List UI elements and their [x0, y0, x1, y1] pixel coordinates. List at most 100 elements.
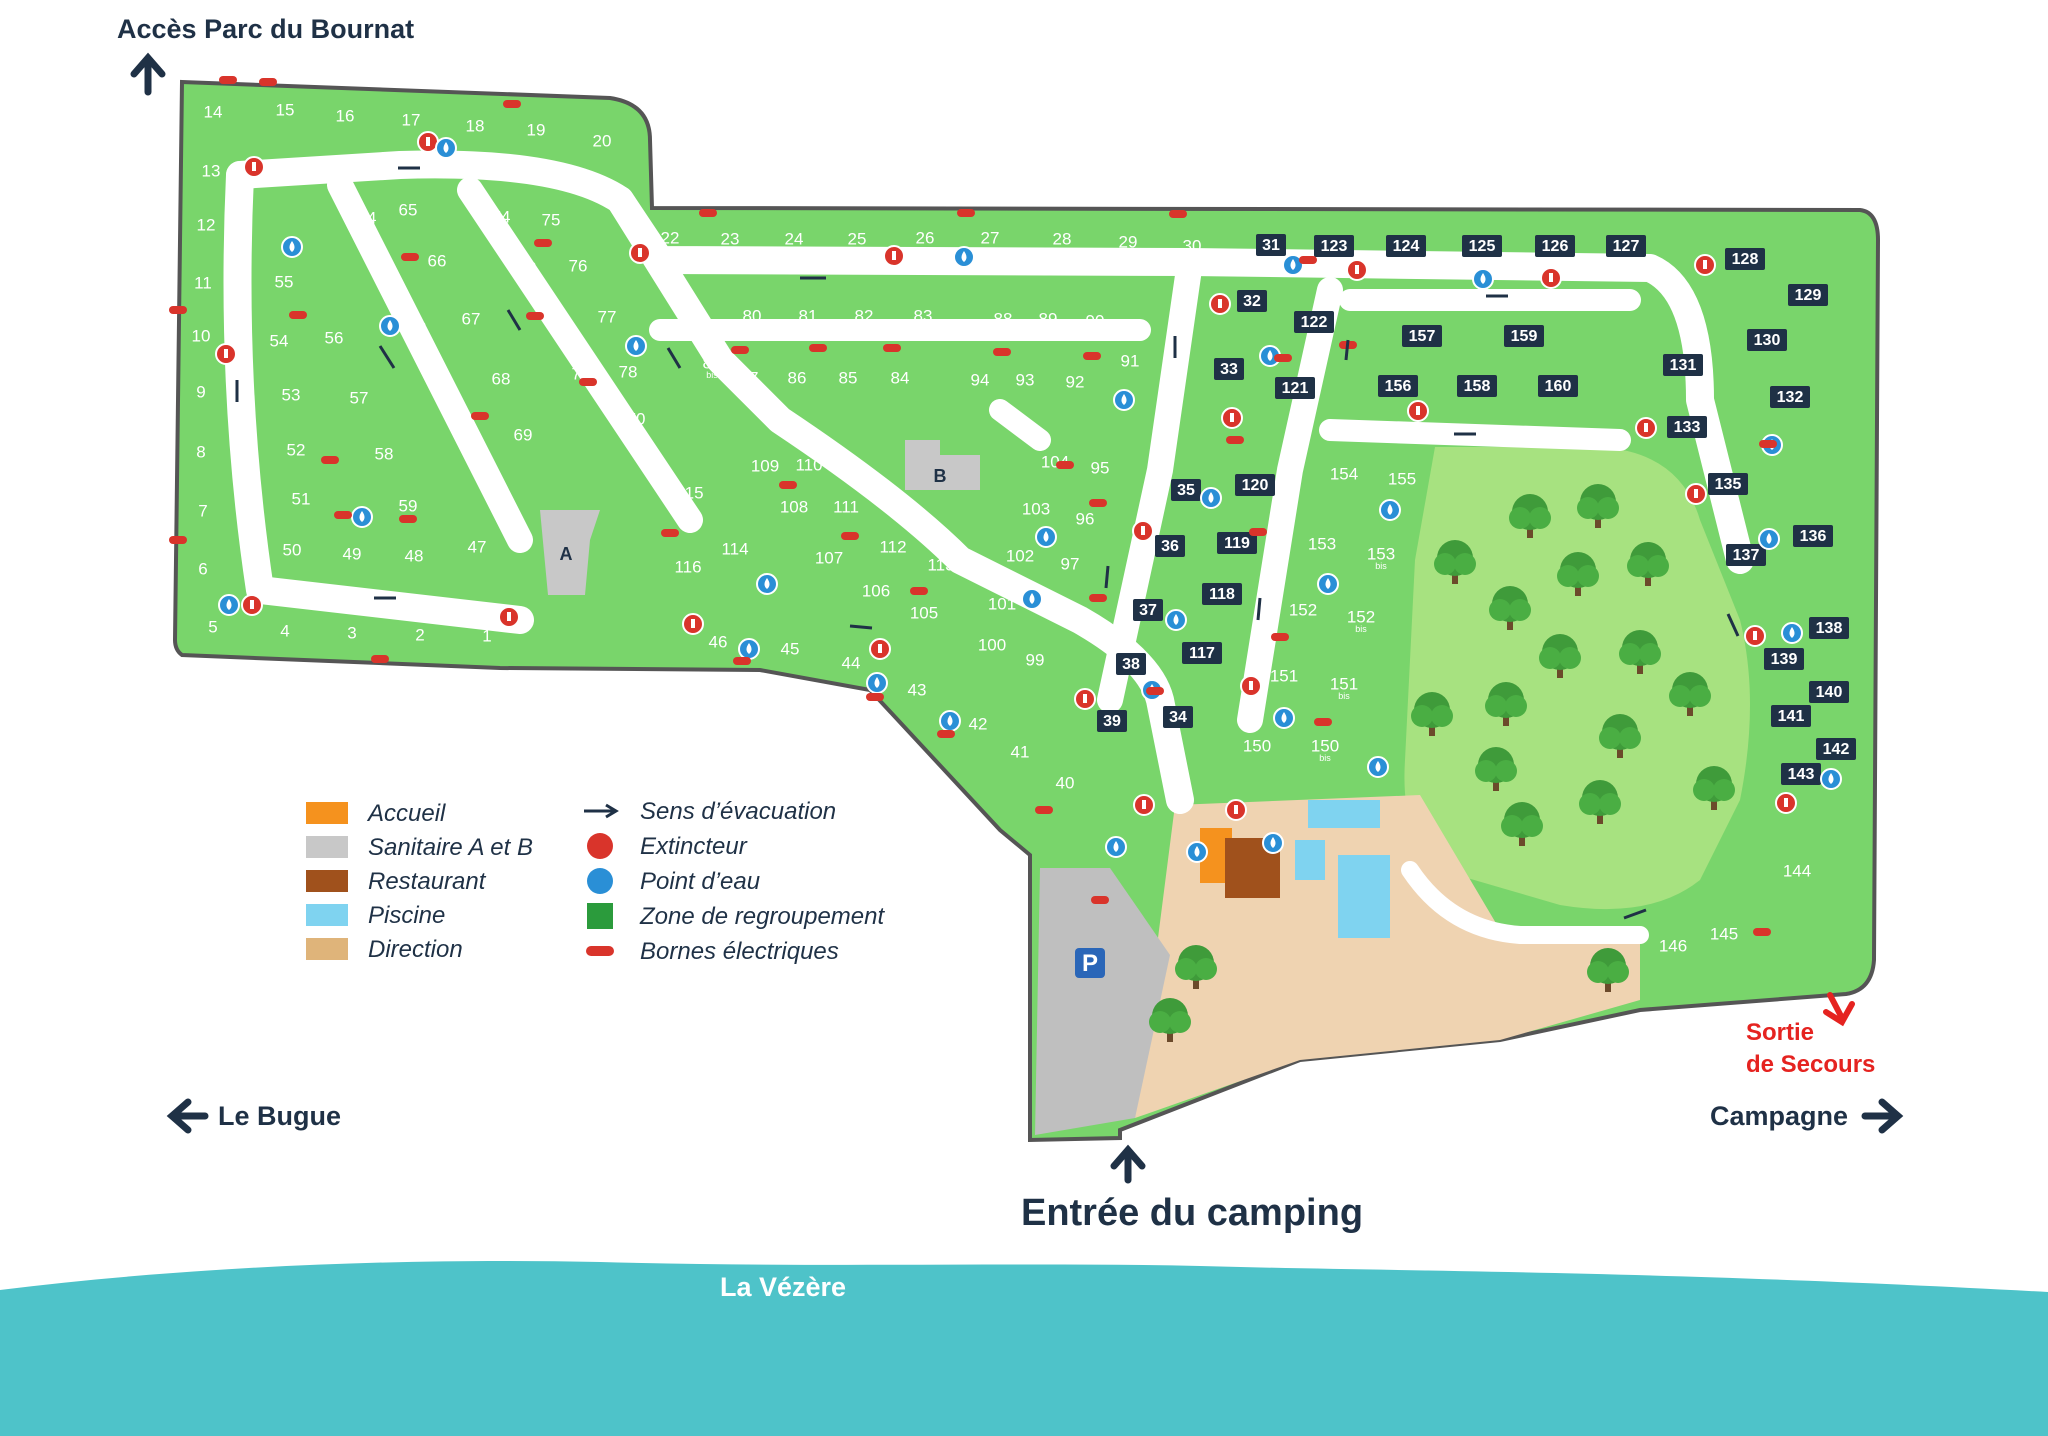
chalet-number: 141 [1778, 708, 1805, 725]
water-point-icon [435, 137, 457, 159]
tree-icon [1587, 948, 1629, 992]
pitch-93: 93 [1016, 370, 1035, 389]
pitch-155: 155 [1388, 469, 1416, 488]
pitch-46: 46 [709, 632, 728, 651]
chalet-119: 119 [1217, 532, 1257, 554]
chalet-157: 157 [1402, 325, 1442, 347]
pitch-76: 76 [569, 256, 588, 275]
evacuation-arrow-icon [1104, 565, 1110, 589]
pitch-15: 15 [276, 100, 295, 119]
tree-icon [1149, 998, 1191, 1042]
pitch-number: 72 [546, 311, 565, 330]
extinguisher-icon [1775, 792, 1797, 814]
pitch-12: 12 [197, 215, 216, 234]
extinguisher-icon [215, 343, 237, 365]
pitch-154: 154 [1330, 464, 1358, 483]
pitch-40: 40 [1056, 773, 1075, 792]
pitch-41: 41 [1011, 742, 1030, 761]
pitch-97: 97 [1061, 554, 1080, 573]
pitch-61: 61 [439, 379, 458, 398]
chalet-142: 142 [1816, 738, 1856, 760]
pitch-88: 88 [994, 309, 1013, 328]
chalet-number: 32 [1243, 293, 1261, 310]
electric-terminal-icon [1083, 352, 1101, 360]
pitch-number: 76 [569, 256, 588, 275]
pitch-number: 22 [661, 228, 680, 247]
extinguisher-icon [1540, 267, 1562, 289]
tree-icon [1175, 945, 1217, 989]
pitch-number: 68 [492, 369, 511, 388]
extinguisher-icon [587, 833, 613, 859]
evacuation-arrow-icon [378, 345, 396, 369]
pitch-number: 53 [282, 385, 301, 404]
pitch-146: 146 [1659, 936, 1687, 955]
electric-terminal-icon [733, 657, 751, 665]
legend-swatch [306, 938, 348, 960]
chalet-number: 128 [1732, 251, 1759, 268]
tree-icon [1411, 692, 1453, 736]
tree-icon [1579, 780, 1621, 824]
pitch-number: 110 [795, 455, 822, 474]
electric-terminal-icon [1089, 499, 1107, 507]
electric-terminal-icon [1146, 687, 1164, 695]
pitch-66: 66 [428, 251, 447, 270]
pitch-number: 30 [1183, 236, 1202, 255]
pitch-number: 4 [280, 621, 289, 640]
west-arrow-icon [166, 1098, 209, 1134]
pitch-95: 95 [1091, 458, 1110, 477]
pitch-number: 12 [197, 215, 216, 234]
electric-terminal-icon [1056, 461, 1074, 469]
assembly-zone-icon [587, 903, 613, 929]
pitch-number: 3 [347, 623, 356, 642]
pitch-145: 145 [1710, 924, 1738, 943]
pitch-number: 62 [408, 318, 427, 337]
chalet-130: 130 [1747, 329, 1787, 351]
sanitary-a [540, 510, 600, 595]
chalet-number: 33 [1220, 361, 1238, 378]
extinguisher-icon [1407, 400, 1429, 422]
electric-terminal-icon [1249, 528, 1267, 536]
pitch-16: 16 [336, 106, 355, 125]
chalet-number: 119 [1224, 535, 1250, 552]
pitch-3: 3 [347, 623, 356, 642]
pitch-number: 74 [492, 207, 511, 226]
pitch-91: 91 [1121, 351, 1140, 370]
pitch-number: 77 [598, 307, 617, 326]
extinguisher-icon [243, 156, 265, 178]
pitch-number: 101 [988, 594, 1016, 613]
chalet-number: 130 [1754, 332, 1781, 349]
pitch-number: 87 [703, 353, 722, 372]
electric-terminal-icon [993, 348, 1011, 356]
pitch-number: 98 [1045, 601, 1064, 620]
electric-terminal-icon [371, 655, 389, 663]
chalet-128: 128 [1725, 248, 1765, 270]
chalet-120: 120 [1235, 474, 1275, 496]
pitch-number: 73 [518, 258, 537, 277]
pitch-101: 101 [988, 594, 1016, 613]
pitch-48: 48 [405, 546, 424, 565]
electric-terminal-icon [866, 693, 884, 701]
pitch-67: 67 [462, 309, 481, 328]
pitch-92: 92 [1066, 372, 1085, 391]
pitch-43: 43 [908, 680, 927, 699]
pitch-number: 116 [674, 557, 701, 576]
pitch-number: 154 [1330, 464, 1358, 483]
water-point-icon [1379, 499, 1401, 521]
extinguisher-icon [1685, 483, 1707, 505]
chalet-number: 131 [1670, 357, 1697, 374]
water-point-icon [866, 672, 888, 694]
extinguisher-icon [1209, 293, 1231, 315]
chalet-37: 37 [1133, 599, 1163, 621]
pitch-105: 105 [910, 603, 938, 622]
evacuation-arrow-icon [666, 347, 682, 369]
pitch-number: 84 [891, 368, 910, 387]
water-point-icon [1472, 268, 1494, 290]
chalet-number: 132 [1777, 389, 1804, 406]
pitch-14: 14 [204, 102, 223, 121]
pitch-number: 64 [358, 208, 377, 227]
chalet-123: 123 [1314, 235, 1354, 257]
pitch-number: 153 [1308, 534, 1336, 553]
pitch-64: 64 [358, 208, 377, 227]
legend-label: Accueil [366, 800, 446, 827]
water-point-icon [1317, 573, 1339, 595]
